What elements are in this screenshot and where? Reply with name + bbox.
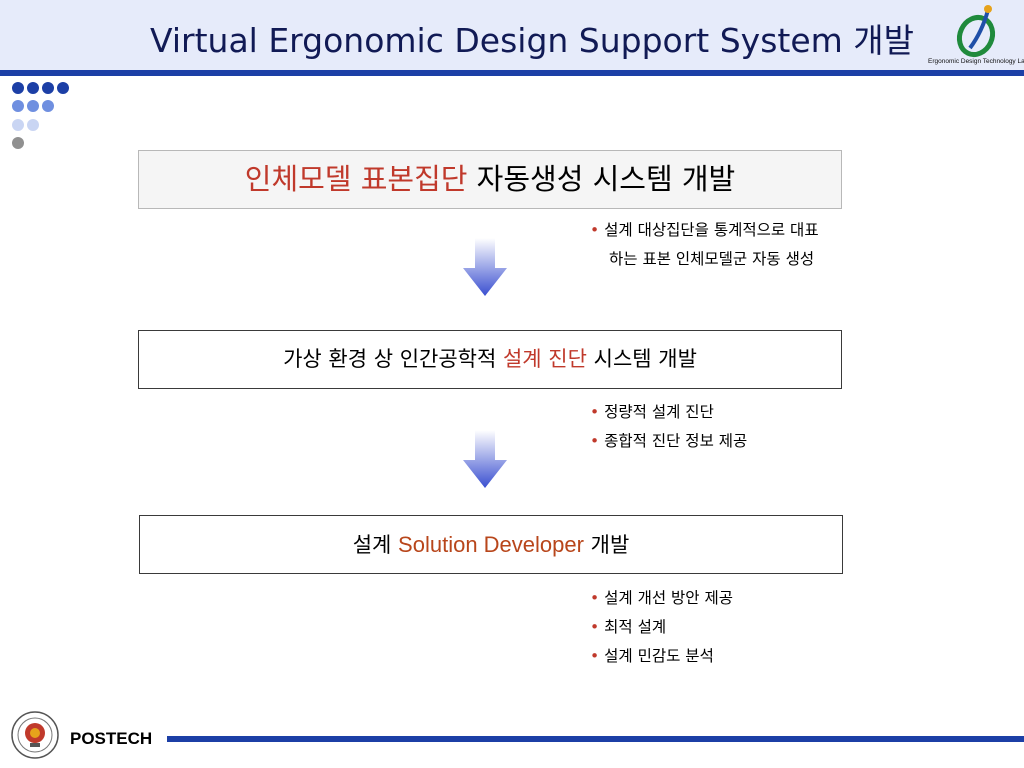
- dot-icon: [42, 82, 54, 94]
- bullet-icon: •: [590, 403, 600, 421]
- slide-title: Virtual Ergonomic Design Support System …: [150, 21, 914, 60]
- list-item: •설계 민감도 분석: [590, 647, 714, 665]
- list-item: 하는 표본 인체모델군 자동 생성: [609, 250, 815, 268]
- step-box-design-diagnosis: 가상 환경 상 인간공학적 설계 진단 시스템 개발: [138, 330, 842, 389]
- dot-icon: [27, 82, 39, 94]
- list-item: •설계 개선 방안 제공: [590, 589, 734, 607]
- list-item: •종합적 진단 정보 제공: [590, 432, 748, 450]
- step-text: 시스템 개발: [593, 347, 697, 371]
- step-box-solution-developer: 설계 Solution Developer 개발: [139, 515, 843, 574]
- list-item: •정량적 설계 진단: [590, 403, 714, 421]
- dot-icon: [12, 100, 24, 112]
- dot-icon: [42, 100, 54, 112]
- step-text: 자동생성 시스템 개발: [476, 162, 736, 196]
- step-highlight: 설계 진단: [502, 347, 587, 371]
- step-text: 개발: [590, 533, 630, 557]
- bullet-icon: •: [590, 221, 600, 239]
- step-box-sample-model: 인체모델 표본집단 자동생성 시스템 개발: [138, 150, 842, 209]
- lab-logo-text: Ergonomic Design Technology Lab: [928, 58, 1024, 65]
- step2-bullet-list: •정량적 설계 진단 •종합적 진단 정보 제공: [590, 398, 747, 456]
- bullet-icon: •: [590, 647, 600, 665]
- step1-bullet-list: •설계 대상집단을 통계적으로 대표 하는 표본 인체모델군 자동 생성: [590, 216, 819, 274]
- step-highlight: Solution Developer: [398, 532, 584, 557]
- list-item: •설계 대상집단을 통계적으로 대표: [590, 221, 819, 239]
- bullet-icon: •: [590, 618, 600, 636]
- footer-divider: [167, 736, 1024, 742]
- step-text: 가상 환경 상 인간공학적: [283, 347, 497, 371]
- dot-icon: [12, 119, 24, 131]
- dot-icon: [12, 82, 24, 94]
- step-highlight: 인체모델 표본집단: [244, 162, 468, 196]
- bullet-icon: •: [590, 432, 600, 450]
- dot-icon: [57, 82, 69, 94]
- list-item: •최적 설계: [590, 618, 667, 636]
- step-text: 설계: [352, 533, 392, 557]
- down-arrow-icon: [463, 430, 507, 488]
- dot-icon: [27, 100, 39, 112]
- footer-brand: POSTECH: [70, 729, 153, 748]
- bullet-icon: •: [590, 589, 600, 607]
- lab-logo-icon: [956, 5, 996, 57]
- header-divider: [0, 70, 1024, 76]
- university-emblem-icon: [11, 711, 59, 759]
- down-arrow-icon: [463, 238, 507, 296]
- dot-icon: [27, 119, 39, 131]
- dot-icon: [12, 137, 24, 149]
- header-bar: [0, 0, 1024, 70]
- step3-bullet-list: •설계 개선 방안 제공 •최적 설계 •설계 민감도 분석: [590, 584, 733, 671]
